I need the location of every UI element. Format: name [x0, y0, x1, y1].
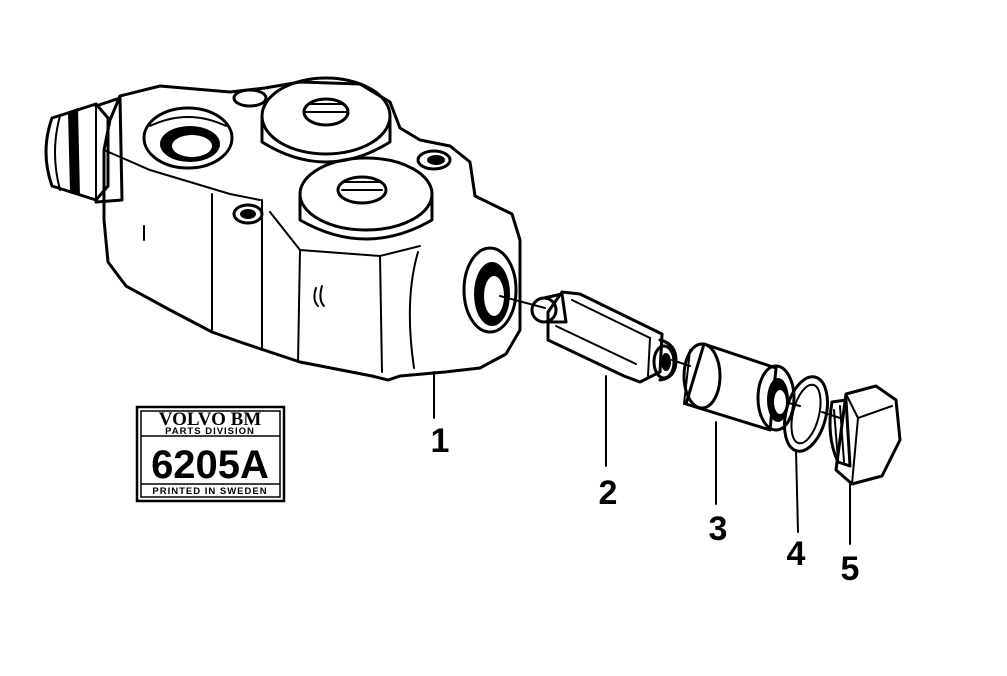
callout-5: 5 — [841, 550, 860, 588]
callout-2: 2 — [599, 474, 618, 512]
front-cap — [298, 156, 434, 241]
left-fitting — [44, 96, 124, 204]
sleeve — [682, 342, 796, 432]
leader-lines — [433, 371, 851, 545]
callout-4: 4 — [787, 535, 806, 573]
side-bore — [462, 246, 518, 334]
callout-1: 1 — [431, 422, 450, 460]
stamp-code: 6205A — [151, 443, 269, 487]
callout-3: 3 — [709, 510, 728, 548]
assembly-axis-1 — [499, 295, 546, 309]
volvo-bm-stamp: VOLVO BM PARTS DIVISION 6205A PRINTED IN… — [135, 405, 286, 503]
stamp-division: PARTS DIVISION — [165, 426, 255, 437]
stamp-brand: VOLVO BM — [159, 409, 262, 430]
valve-body — [44, 76, 522, 382]
rear-cap — [260, 76, 392, 164]
valve-spool — [530, 290, 678, 384]
top-port — [142, 106, 234, 170]
snap-ring — [783, 375, 829, 453]
plug — [828, 384, 902, 486]
stamp-footer: PRINTED IN SWEDEN — [152, 486, 267, 497]
